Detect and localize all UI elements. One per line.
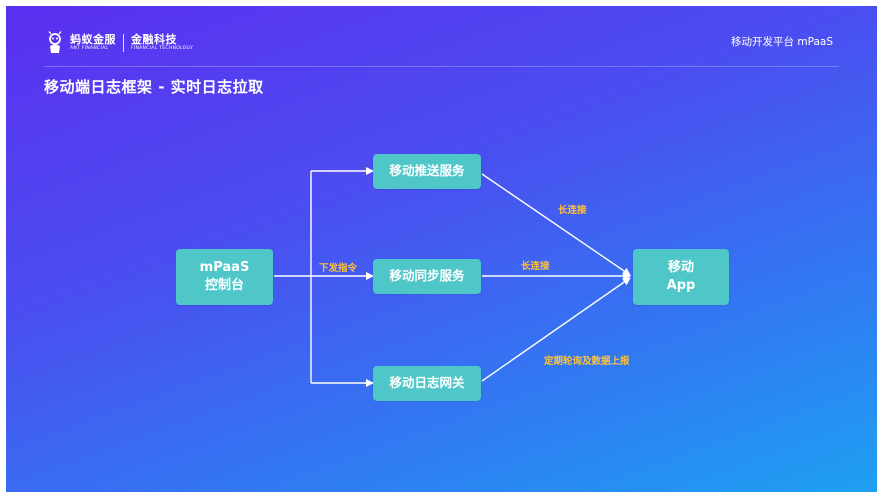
edge-label-sync-long: 长连接 xyxy=(521,261,550,272)
node-sync-label: 移动同步服务 xyxy=(389,268,465,284)
edge-label-command: 下发指令 xyxy=(319,263,358,274)
arrow-push-to-app xyxy=(481,173,631,276)
node-sync-service: 移动同步服务 xyxy=(373,259,481,294)
logo-divider xyxy=(123,34,124,52)
node-push-service: 移动推送服务 xyxy=(373,154,481,189)
header: 蚂蚁金服 ANT FINANCIAL 金融科技 FINANCIAL TECHNO… xyxy=(6,6,877,66)
node-console-line1: mPaaS xyxy=(199,260,250,276)
node-console-line2: 控制台 xyxy=(204,278,244,293)
logo2-en: FINANCIAL TECHNOLOGY xyxy=(131,46,194,52)
node-mobile-app: 移动 App xyxy=(633,249,729,305)
logo-text: 蚂蚁金服 ANT FINANCIAL xyxy=(70,34,116,52)
node-gateway-label: 移动日志网关 xyxy=(389,375,465,391)
ant-icon xyxy=(48,31,62,53)
node-app-line2: App xyxy=(666,278,696,293)
node-push-label: 移动推送服务 xyxy=(389,163,465,179)
logo: 蚂蚁金服 ANT FINANCIAL 金融科技 FINANCIAL TECHNO… xyxy=(44,28,193,58)
logo-cn: 蚂蚁金服 xyxy=(70,33,116,47)
edge-label-gateway-poll: 定期轮询及数据上报 xyxy=(544,356,630,367)
logo2-cn: 金融科技 xyxy=(131,33,177,47)
arrow-gateway-to-app xyxy=(481,277,631,382)
diagram-connectors xyxy=(274,167,631,387)
slide: 蚂蚁金服 ANT FINANCIAL 金融科技 FINANCIAL TECHNO… xyxy=(6,6,877,492)
page-title: 移动端日志框架 - 实时日志拉取 xyxy=(44,78,264,96)
node-mpaas-console: mPaaS 控制台 xyxy=(176,249,273,305)
logo-en: ANT FINANCIAL xyxy=(70,46,109,52)
node-app-line1: 移动 xyxy=(667,260,694,276)
platform-label: 移动开发平台 mPaaS xyxy=(731,36,833,48)
edge-label-push-long: 长连接 xyxy=(558,205,587,216)
node-log-gateway: 移动日志网关 xyxy=(373,366,481,401)
header-divider xyxy=(44,66,839,67)
logo2-text: 金融科技 FINANCIAL TECHNOLOGY xyxy=(131,34,193,52)
